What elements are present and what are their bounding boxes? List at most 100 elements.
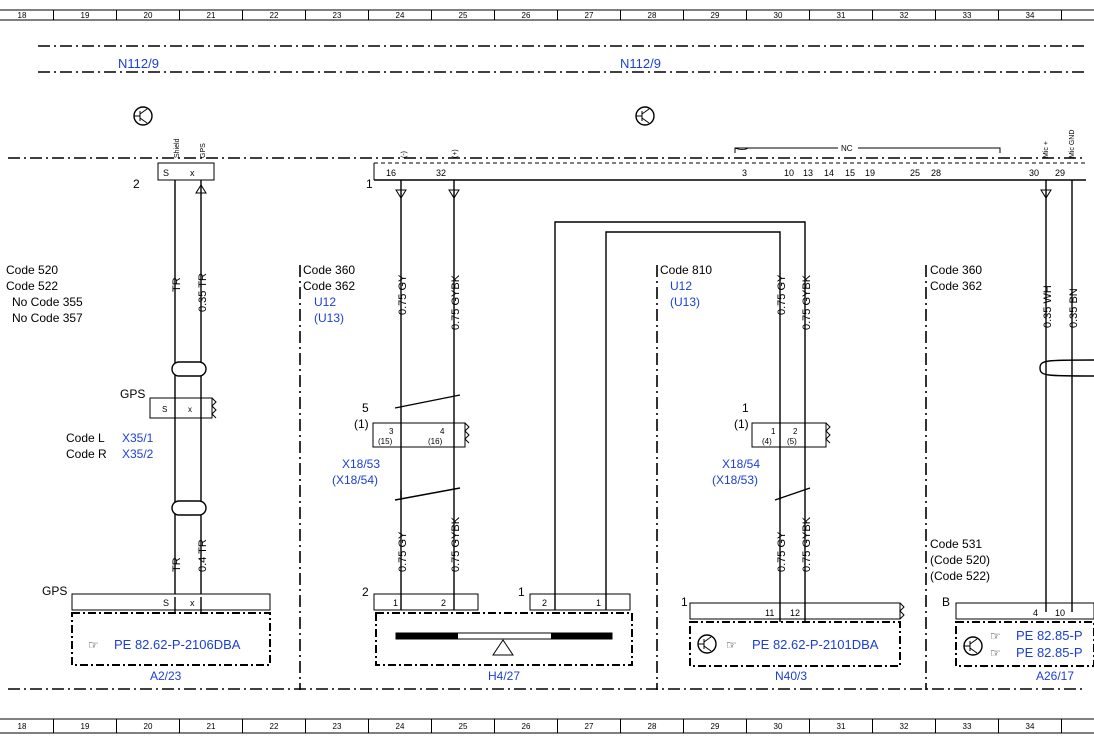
pin-number: 12 [790,608,800,618]
variant-link[interactable]: U12 [670,279,692,293]
microphone-wiring [751,420,831,612]
pin-number: 4 [1033,608,1038,618]
main-connector: 2 1 S x Shield GPS (-) (+) Mic + Mic GND… [133,130,1086,191]
pin-number: 30 [1029,168,1039,178]
grid-column-label: 18 [18,11,27,20]
pin-number: (5) [787,437,797,446]
grid-column-label: 33 [963,11,972,20]
grid-column-label: 32 [900,722,909,731]
grid-column-label: 30 [774,11,783,20]
pin-number: 1 [596,598,601,608]
wire-label: 0.35 BN [1068,288,1080,328]
connector-link[interactable]: X18/53 [342,457,380,471]
connector-number: 5 [362,401,369,415]
grid-column-label: 25 [459,11,468,20]
reference-link[interactable]: PE 82.85-P [1016,645,1083,660]
component-name[interactable]: A26/17 [1036,669,1074,683]
hand-pointer-icon: ☞ [990,646,1001,660]
reference-link[interactable]: PE 82.62-P-2101DBA [752,637,879,652]
code-label: (Code 520) [930,553,990,567]
connector-link[interactable]: X35/1 [122,431,154,445]
component-name[interactable]: H4/27 [488,669,520,683]
code-label: No Code 357 [12,311,83,325]
pin-number: (4) [762,437,772,446]
pin-label: x [190,168,195,178]
grid-column-label: 20 [144,722,153,731]
wire-label: 0.35 TR [197,273,209,312]
wire-label: TR [171,557,183,572]
pin-number: 32 [436,168,446,178]
pin-number: 15 [845,168,855,178]
connector-link[interactable]: X18/54 [722,457,760,471]
pin-number: 25 [910,168,920,178]
variant-link[interactable]: (U13) [314,311,344,325]
grid-column-label: 20 [144,11,153,20]
grid-column-label: 32 [900,11,909,20]
variant-link[interactable]: U12 [314,295,336,309]
pin-number: 2 [441,598,446,608]
pin-number: 29 [1055,168,1065,178]
wire-label: 0.75 GYBK [450,516,462,572]
grid-column-label: 33 [963,722,972,731]
pin-number: (16) [428,437,443,446]
telematics-wiring [1039,180,1094,612]
reference-link[interactable]: PE 82.85-P [1016,628,1083,643]
component-n40-3[interactable] [689,602,905,667]
connector-number: 1 [518,585,525,599]
reference-link[interactable]: PE 82.62-P-2106DBA [114,637,241,652]
component-name[interactable]: N40/3 [775,669,807,683]
grid-column-label: 27 [585,11,594,20]
pin-label: (-) [401,151,408,158]
connector-link[interactable]: (X18/54) [332,473,378,487]
wire-label: 0.4 TR [197,539,209,572]
wire-label: 0.35 WH [1042,285,1054,328]
pin-number: 1 [771,427,776,436]
grid-column-label: 22 [270,722,279,731]
code-label: Code 531 [930,537,982,551]
variant-link[interactable]: (U13) [670,295,700,309]
code-label: Code 522 [6,279,58,293]
component-h4-27[interactable] [373,593,633,666]
module-name-left[interactable]: N112/9 [118,56,159,71]
pin-label: Shield [174,138,181,158]
grid-column-label: 30 [774,722,783,731]
grid-column-label: 25 [459,722,468,731]
component-a2-23[interactable] [71,593,271,666]
component-name[interactable]: A2/23 [150,669,182,683]
connector-number-left: 2 [133,177,140,191]
code-label: Code 810 [660,263,712,277]
hand-pointer-icon: ☞ [88,638,99,652]
grid-column-label: 34 [1026,722,1035,731]
grid-column-label: 19 [81,722,90,731]
pin-label: x [190,598,195,608]
component-a26-17[interactable] [955,602,1094,667]
transistor-icon [963,636,983,656]
connector-sub: (1) [734,417,749,431]
grid-column-label: 28 [648,11,657,20]
code-label: No Code 355 [12,295,83,309]
pin-number: (15) [378,437,393,446]
grid-column-label: 31 [837,722,846,731]
connector-link[interactable]: X35/2 [122,447,154,461]
connector-link[interactable]: (X18/53) [712,473,758,487]
code-label: Code R [66,447,107,461]
grid-column-label: 22 [270,11,279,20]
code-label: Code 362 [930,279,982,293]
module-name-right[interactable]: N112/9 [620,56,661,71]
code-label: Code 360 [930,263,982,277]
grid-column-label: 24 [396,11,405,20]
pin-label: GPS [200,143,207,158]
pin-number: 10 [784,168,794,178]
grid-column-label: 26 [522,722,531,731]
grid-column-label: 34 [1026,11,1035,20]
wire-label: 0.75 GYBK [801,516,813,572]
code-label: Code 360 [303,263,355,277]
grid-column-label: 26 [522,11,531,20]
wire-label: TR [171,277,183,292]
connector-number: 1 [742,401,749,415]
speaker-wiring [372,180,806,610]
pin-number: 3 [389,427,394,436]
wire-label: 0.75 GY [397,274,409,315]
